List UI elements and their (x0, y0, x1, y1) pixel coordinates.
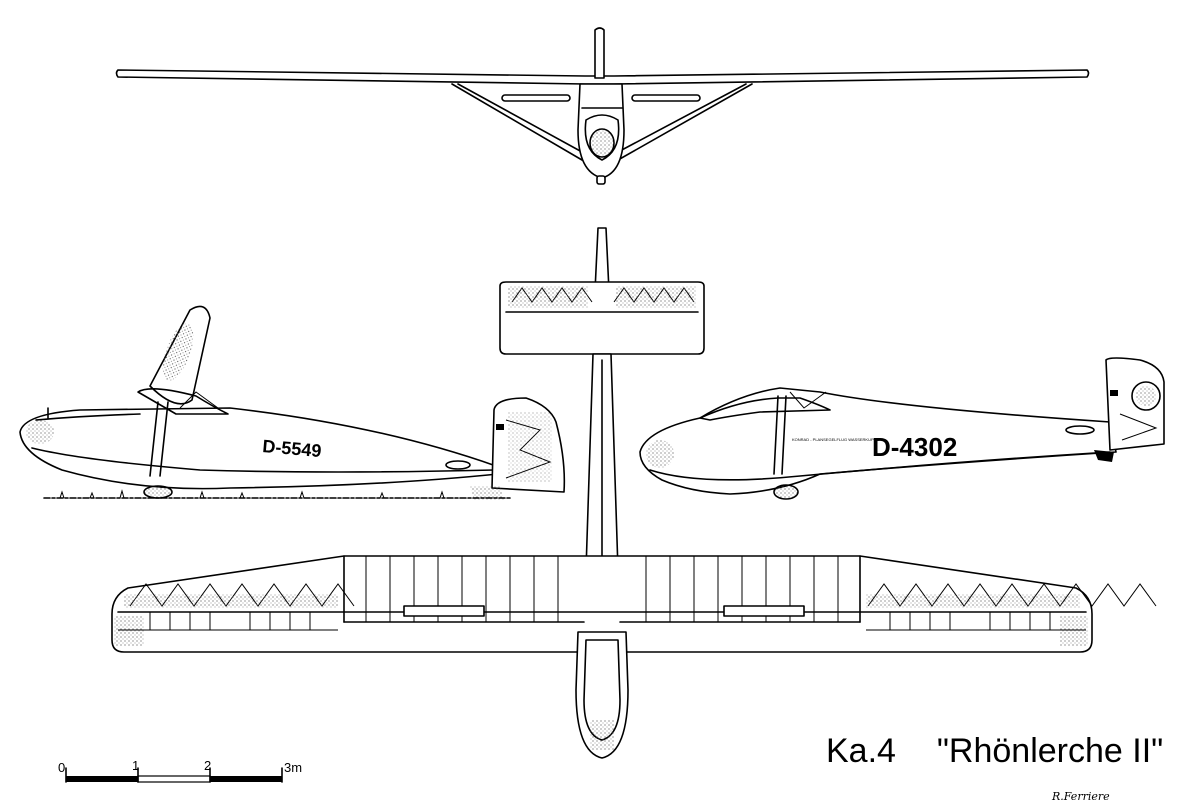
scale-label-1: 1 (132, 758, 139, 773)
scale-label-3m: 3m (284, 760, 302, 775)
scale-label-2: 2 (204, 758, 211, 773)
scale-label-0: 0 (58, 760, 65, 775)
drawing-title: Ka.4 "Rhönlerche II" (826, 732, 1163, 771)
side-view-right: D-4302 KONRAD - PLANSEGELFLUG WASSERKUPP… (639, 357, 1165, 500)
front-view (115, 27, 1090, 185)
registration-right: D-4302 (872, 432, 957, 462)
scale-bar: 0 1 2 3m (58, 758, 302, 783)
side-view-left: D-5549 (19, 305, 566, 500)
model-name: "Rhönlerche II" (936, 732, 1164, 770)
model-designation: Ka.4 (826, 732, 896, 770)
side-right-small-text: KONRAD - PLANSEGELFLUG WASSERKUPPE (792, 437, 879, 442)
artist-credit: R.Ferriere (1052, 790, 1110, 803)
top-view (111, 227, 1157, 759)
